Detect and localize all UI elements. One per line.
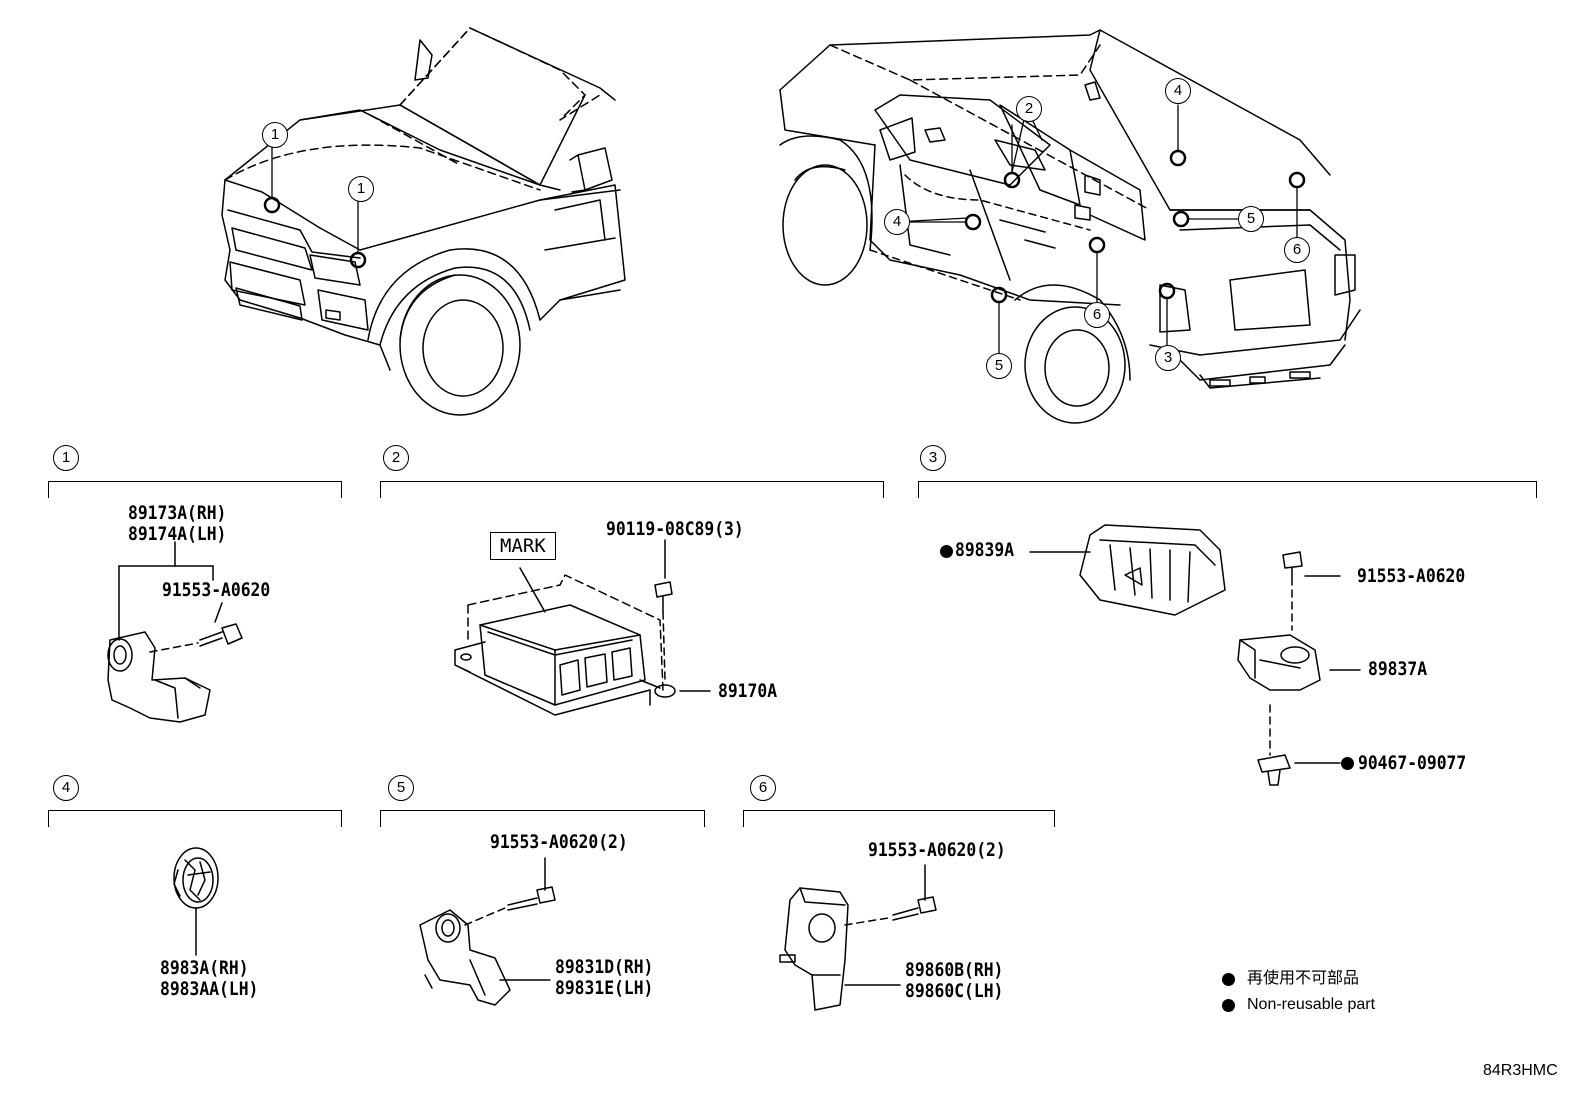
- section-3-bracket: [918, 481, 1537, 498]
- section-2-number: 2: [383, 445, 409, 471]
- part-89837A[interactable]: 89837A: [1368, 658, 1428, 680]
- part-89831E[interactable]: 89831E(LH): [555, 977, 654, 999]
- rear-callout-3: 3: [1155, 345, 1181, 371]
- part-90467[interactable]: 90467-09077: [1358, 752, 1467, 774]
- section-1-number: 1: [53, 445, 79, 471]
- rear-callout-6a: 6: [1284, 237, 1310, 263]
- section-5-number: 5: [388, 775, 414, 801]
- front-vehicle-illustration: [221, 27, 626, 416]
- non-reusable-dot-89839A: [940, 545, 953, 558]
- part-8983A[interactable]: 8983A(RH): [160, 957, 249, 979]
- front-callout-1a: 1: [262, 122, 288, 148]
- part-89860C[interactable]: 89860C(LH): [905, 980, 1004, 1002]
- rear-callout-6b: 6: [1084, 302, 1110, 328]
- front-callout-1b: 1: [348, 176, 374, 202]
- section-6-bracket: [743, 810, 1055, 827]
- rear-callout-5a: 5: [1238, 206, 1264, 232]
- part-8983AA[interactable]: 8983AA(LH): [160, 978, 259, 1000]
- part-91553-s5[interactable]: 91553-A0620(2): [490, 831, 628, 853]
- rear-vehicle-illustration: [779, 29, 1361, 424]
- rear-callout-2: 2: [1016, 96, 1042, 122]
- diagram-code: 84R3HMC: [1483, 1062, 1558, 1079]
- section3-drawing: [1029, 524, 1361, 786]
- part-91553-s1[interactable]: 91553-A0620: [162, 579, 271, 601]
- legend: 再使用不可部品 Non-reusable part: [1222, 966, 1375, 1018]
- section-5-bracket: [380, 810, 705, 827]
- section-1-bracket: [48, 481, 342, 498]
- non-reusable-dot-90467: [1341, 757, 1354, 770]
- legend-text-en: Non-reusable part: [1247, 996, 1376, 1013]
- rear-callout-4a: 4: [884, 209, 910, 235]
- part-90119[interactable]: 90119-08C89(3): [606, 518, 744, 540]
- section2-drawing: [454, 539, 711, 716]
- mark-label: MARK: [490, 532, 556, 560]
- part-91553-s6[interactable]: 91553-A0620(2): [868, 839, 1006, 861]
- section6-drawing: [779, 864, 937, 1011]
- section1-drawing: [107, 541, 243, 723]
- rear-callout-4b: 4: [1165, 78, 1191, 104]
- section4-drawing: [173, 847, 219, 956]
- part-89174A[interactable]: 89174A(LH): [128, 523, 227, 545]
- part-89860B[interactable]: 89860B(RH): [905, 959, 1004, 981]
- part-91553-s3[interactable]: 91553-A0620: [1357, 565, 1466, 587]
- section-4-number: 4: [53, 775, 79, 801]
- part-89170A[interactable]: 89170A: [718, 680, 778, 702]
- part-89173A[interactable]: 89173A(RH): [128, 502, 227, 524]
- section5-drawing: [419, 857, 556, 1006]
- legend-dot-icon: [1222, 998, 1235, 1012]
- section-6-number: 6: [750, 775, 776, 801]
- rear-callout-5b: 5: [986, 353, 1012, 379]
- section-2-bracket: [380, 481, 884, 498]
- legend-row-en: Non-reusable part: [1222, 992, 1375, 1018]
- legend-text-jp: 再使用不可部品: [1247, 970, 1360, 987]
- part-89839A[interactable]: 89839A: [955, 539, 1015, 561]
- part-89831D[interactable]: 89831D(RH): [555, 956, 654, 978]
- legend-dot-icon: [1222, 972, 1235, 986]
- legend-row-jp: 再使用不可部品: [1222, 966, 1375, 992]
- section-3-number: 3: [920, 445, 946, 471]
- section-4-bracket: [48, 810, 342, 827]
- vehicle-callout-leaders: [263, 104, 1306, 354]
